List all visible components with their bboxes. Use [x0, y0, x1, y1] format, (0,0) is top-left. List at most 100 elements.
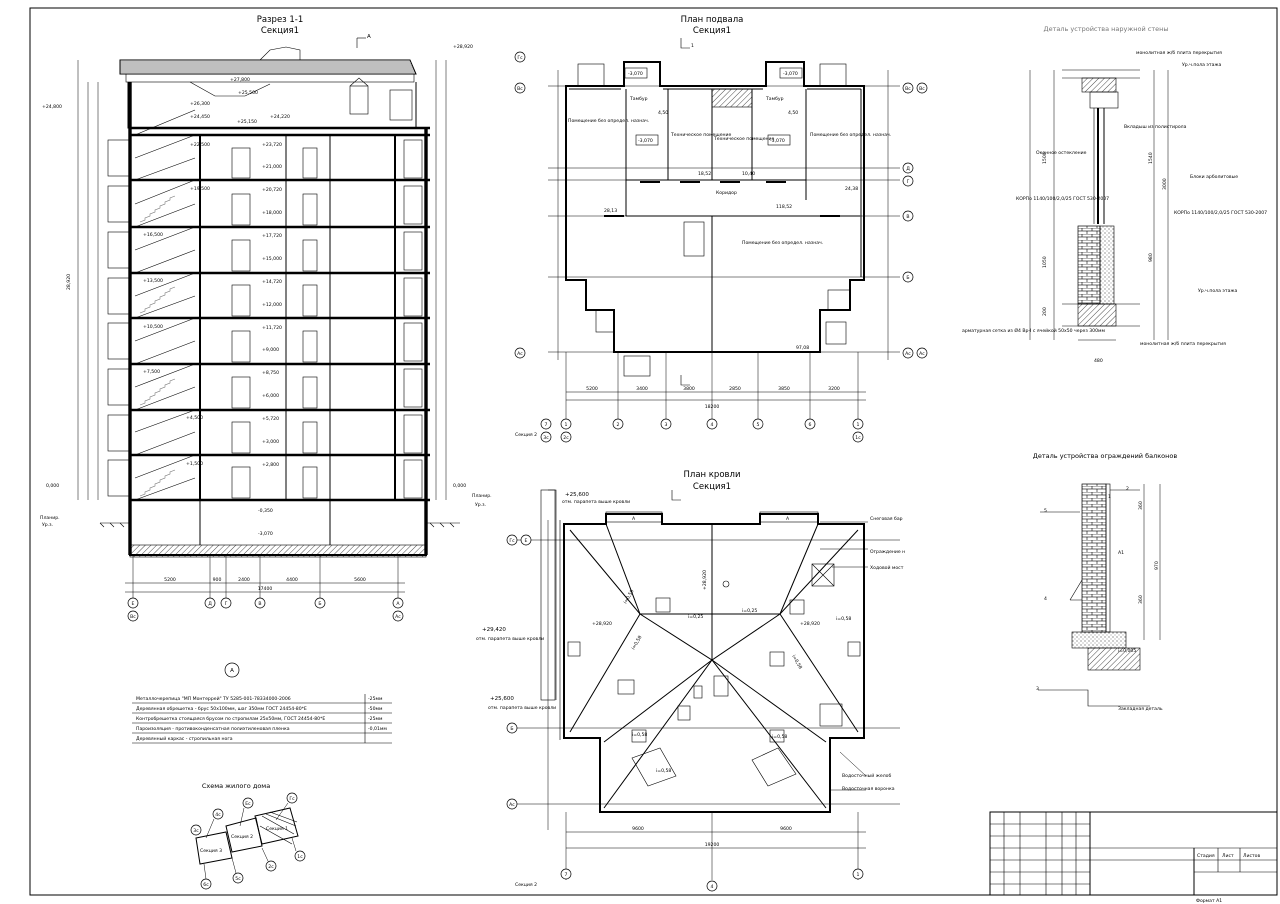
axis-label: 6 — [809, 422, 812, 428]
level-label: 0,000 — [453, 483, 466, 489]
room-area: 4,50 — [658, 110, 668, 116]
axis-label: Б — [318, 601, 321, 607]
axis-label: Вс — [919, 86, 925, 92]
basement-level: -3,070 — [638, 138, 653, 144]
roof-callout: Ходовой мост — [870, 564, 904, 571]
balcony-detail-title: Деталь устройства ограждений балконов — [1033, 452, 1178, 460]
dim-label: 17400 — [258, 586, 273, 592]
roof-callout: Снеговая бар — [870, 516, 903, 522]
section-title: Разрез 1-1 — [257, 15, 304, 25]
dim-label: 3400 — [636, 386, 648, 392]
roof-note: отм. парапета выше кровли — [562, 500, 630, 505]
level-label: +24,450 — [190, 114, 210, 120]
basement-subtitle: Секция1 — [693, 26, 731, 36]
room-area: 118,52 — [776, 204, 792, 210]
section-floor-levels: +23,720 +21,000 +20,720 +18,000 +17,720 … — [258, 142, 282, 537]
section-bottom-dims: 5200 900 2400 4400 5600 17400 — [164, 577, 366, 592]
scheme-section-label: Секция 3 — [200, 848, 222, 854]
roof-note: отм. парапета выше кровли — [488, 706, 556, 711]
floor-level: +20,720 — [262, 187, 282, 193]
section-cut-mark: А — [367, 34, 371, 40]
balcony-mark: 4 — [1044, 596, 1047, 602]
dim-label: 18200 — [705, 404, 720, 410]
roof-plan: План кровли Секция1 — [476, 470, 905, 892]
wall-dim: 1500 — [1042, 152, 1048, 164]
axis-label: 7 — [565, 872, 568, 878]
slope-label: i=0,58 — [790, 654, 803, 670]
roof-level: +25,600 — [490, 696, 514, 702]
axis-label: 7 — [545, 422, 548, 428]
slope-label: i=0,58 — [772, 734, 787, 740]
room-area: 24,38 — [845, 186, 858, 192]
wall-detail-title: Деталь устройства наружной стены — [1044, 25, 1169, 33]
level-label: +28,920 — [453, 44, 473, 50]
scheme-axis: 6с — [203, 882, 209, 888]
roof-section-label: Секция 2 — [515, 882, 537, 888]
axis-label: 1 — [857, 422, 860, 428]
balcony-dim: 360 — [1138, 595, 1144, 604]
axis-label: Ас — [395, 614, 401, 620]
dim-label: 900 — [213, 577, 222, 583]
wall-label: Оконное остекление — [1036, 150, 1087, 156]
sheet-frame — [29, 7, 1278, 896]
axis-label: Д — [906, 166, 910, 172]
roof-legend-value: -25мм — [368, 696, 383, 702]
dim-label: 5600 — [354, 577, 366, 583]
roof-axes: Гс Е Б Ас 7 4 1 Секция 2 — [506, 534, 864, 892]
room-name: Техническое помещение — [713, 136, 775, 142]
axis-label: Ас — [905, 351, 911, 357]
balcony-dim: 970 — [1154, 561, 1160, 570]
axis-label: 4 — [711, 422, 714, 428]
section-doors — [231, 147, 318, 499]
wall-dim: 1540 — [1148, 152, 1154, 164]
svg-text:А: А — [786, 516, 790, 522]
section-subtitle: Секция1 — [261, 26, 299, 36]
axis-label: Д — [208, 601, 212, 607]
axis-label: 3с — [543, 435, 549, 441]
axis-label: Вс — [517, 86, 523, 92]
slope-label: i=0,58 — [632, 732, 647, 738]
wall-detail: Деталь устройства наружной стены монолит… — [962, 25, 1267, 364]
section-balconies-left — [107, 139, 131, 497]
level-label: Планир. — [40, 515, 60, 521]
level-label: Планир. — [472, 493, 492, 499]
balcony-mark: 1 — [1108, 494, 1111, 500]
level-label: +16,500 — [143, 232, 163, 238]
axis-label: Гс — [517, 55, 523, 61]
axis-label: Гс — [509, 538, 515, 544]
scheme-title: Схема жилого дома — [202, 782, 270, 790]
wall-dim: 1050 — [1042, 256, 1048, 268]
axis-label: Вс — [130, 614, 136, 620]
roof-note: отм. парапета выше кровли — [476, 637, 544, 642]
scheme-axis: Ес — [245, 801, 251, 807]
scheme-section-label: Секция 2 — [231, 834, 253, 840]
title-block-stage: Стадия — [1197, 853, 1215, 859]
room-area: 10,40 — [742, 171, 755, 177]
basement-plan: План подвала Секция1 1 — [514, 15, 928, 443]
axis-label: Ас — [517, 351, 523, 357]
wall-label: монолитная ж/б плита перекрытия — [1136, 50, 1222, 56]
scheme-section-label: Секция 1 — [266, 826, 288, 832]
roof-level: +28,920 — [800, 621, 820, 627]
roof-callouts: Снеговая бар Ограждение н Ходовой мост В… — [820, 516, 905, 792]
level-label: Ур.з. — [42, 522, 53, 528]
roof-legend-text: Металлочерепица "МП Монтеррей" ТУ 5285-0… — [136, 695, 291, 702]
scheme-axis: 1с — [297, 854, 303, 860]
floor-level: +18,000 — [262, 210, 282, 216]
title-block: Стадия Лист Листов Формат А1 — [989, 811, 1278, 904]
axis-label: В — [258, 601, 261, 607]
balcony-mark: 5 — [1044, 508, 1047, 514]
wall-label: Вкладыш из полистирола — [1124, 124, 1187, 130]
axis-label: В — [906, 214, 909, 220]
basement-walls — [565, 61, 865, 353]
slope-label: i=0,58 — [836, 616, 851, 622]
room-area: 4,50 — [788, 110, 798, 116]
room-name: Коридор — [716, 190, 737, 196]
axis-label: Б — [510, 726, 513, 732]
axis-label: 1 — [857, 872, 860, 878]
roof-level: +25,600 — [565, 492, 589, 498]
title-block-sheet: Лист — [1222, 853, 1234, 859]
roof-level: +29,420 — [482, 627, 506, 633]
level-label: +19,500 — [190, 186, 210, 192]
